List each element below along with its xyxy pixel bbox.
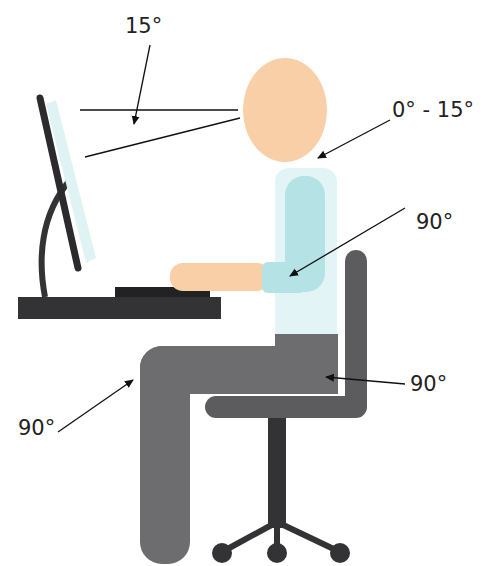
sleeve bbox=[262, 262, 306, 293]
chair-seat bbox=[205, 396, 367, 418]
desk bbox=[18, 297, 221, 319]
angle-label: 90° bbox=[416, 212, 453, 233]
torso bbox=[275, 168, 337, 348]
sight-line bbox=[85, 118, 240, 157]
chair-back bbox=[345, 250, 367, 415]
angle-label: 15° bbox=[125, 16, 162, 37]
chair-pole bbox=[268, 418, 286, 528]
angle-label: 90° bbox=[18, 418, 55, 439]
chair-wheel bbox=[330, 543, 350, 563]
leader-arrow bbox=[134, 45, 150, 124]
leader-arrow bbox=[290, 208, 405, 276]
chair-wheel bbox=[212, 543, 232, 563]
chair-leg bbox=[277, 522, 340, 552]
leader-arrow bbox=[326, 377, 405, 384]
leader-arrow bbox=[318, 120, 390, 158]
chair-wheel bbox=[267, 543, 287, 563]
angle-label: 0° - 15° bbox=[392, 100, 474, 121]
shin bbox=[140, 346, 190, 564]
leader-arrow bbox=[58, 380, 133, 432]
head bbox=[243, 58, 327, 162]
forearm bbox=[170, 263, 270, 291]
angle-label: 90° bbox=[410, 374, 447, 395]
monitor-frame bbox=[40, 98, 78, 268]
sight-line bbox=[80, 109, 238, 110]
